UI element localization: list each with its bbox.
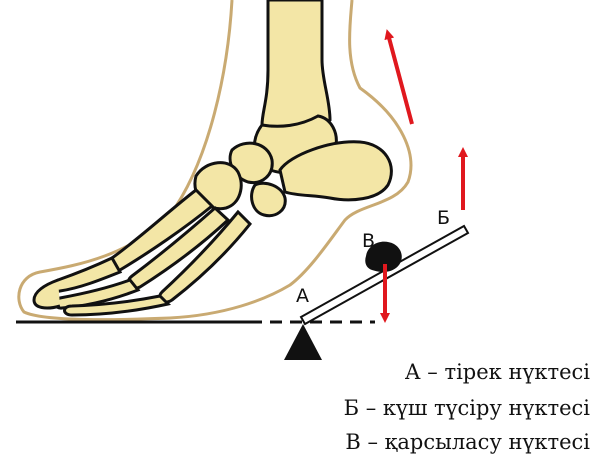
legend-resistance: В – қарсыласу нүктесі [0, 430, 590, 454]
legend-effort-letter: Б [343, 396, 360, 420]
legend-resistance-letter: В [345, 430, 361, 454]
cuboid-bone [250, 181, 287, 218]
fulcrum-triangle [284, 324, 322, 360]
point-label-c: В [362, 230, 375, 252]
phalanx-3 [63, 294, 171, 317]
point-label-b: Б [437, 207, 450, 229]
point-label-a: А [296, 285, 309, 307]
legend-effort-text: – күш түсіру нүктесі [359, 396, 590, 420]
calcaneus-bone [278, 140, 393, 202]
legend-resistance-text: – қарсыласу нүктесі [360, 430, 590, 454]
legend-effort: Б – күш түсіру нүктесі [0, 396, 590, 420]
tibia-bone [260, 0, 332, 133]
resistance-load [365, 241, 402, 272]
heel-lift-arrow [384, 29, 414, 125]
legend-fulcrum: А – тірек нүктесі [0, 360, 590, 384]
legend-fulcrum-text: – тірек нүктесі [420, 360, 590, 384]
toe-tip [32, 278, 61, 310]
legend-fulcrum-letter: А [404, 360, 421, 384]
